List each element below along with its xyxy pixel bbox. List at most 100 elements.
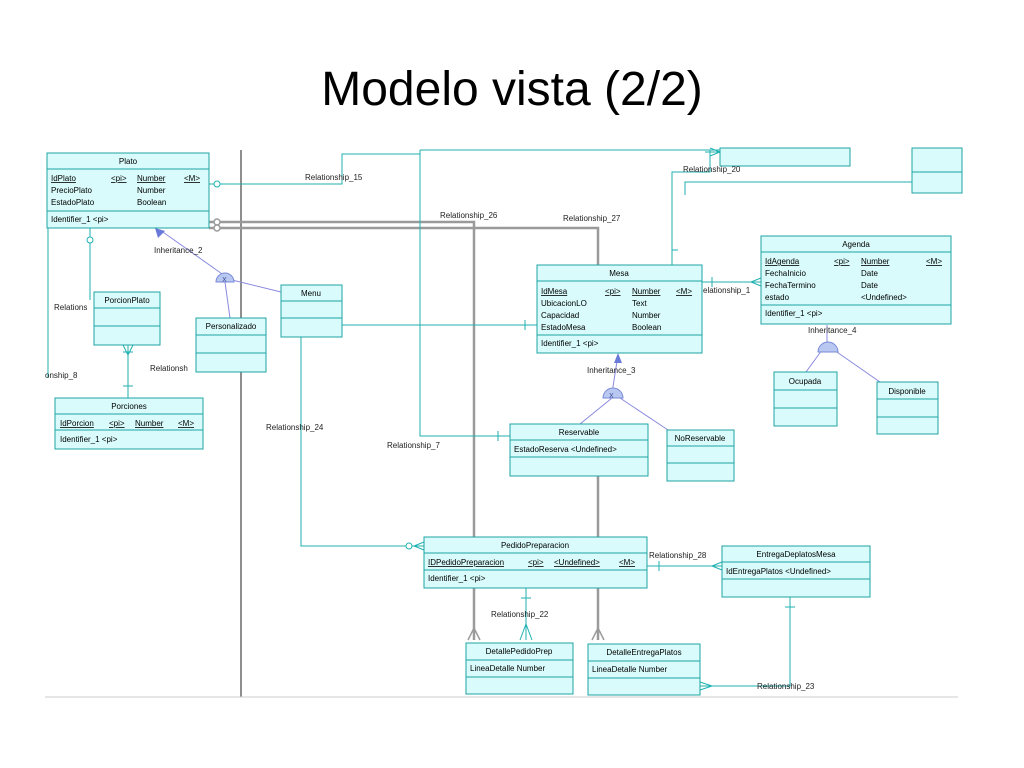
entity-plato[interactable]: Plato IdPlato <pi> Number <M> PrecioPlat… [46,152,210,229]
entity-ocupada[interactable]: Ocupada [773,371,838,427]
entity-identifier: Identifier_1 <pi> [765,309,823,318]
entity-entrega-deplatos-mesa[interactable]: EntregaDeplatosMesa IdEntregaPlatos <Und… [721,545,871,598]
line-inheritance-4-ocupada [805,349,823,373]
label-inheritance-2: Inheritance_2 [154,246,203,255]
attr-type: Number [137,174,166,183]
entity-porciones-title: Porciones [111,402,147,411]
attr-type: Number [632,311,661,320]
attr-mand: <M> [184,174,200,183]
entity-no-reservable[interactable]: NoReservable [666,429,735,482]
entity-mesa[interactable]: Mesa IdMesa <pi> Number <M> UbicacionLO … [536,264,703,354]
line-inheritance-2-menu [231,279,282,293]
entity-porciones[interactable]: Porciones IdPorcion <pi> Number <M> Iden… [54,397,204,450]
attr-mand: <M> [619,558,635,567]
attr-name: IDPedidoPreparacion [428,558,504,567]
label-relationship-24: Relationship_24 [266,423,324,432]
entity-detalle-pedido-prep-title: DetallePedidoPrep [486,647,553,656]
line-relationship-26 [209,220,476,640]
entity-agenda[interactable]: Agenda IdAgenda <pi> Number <M> FechaIni… [760,235,952,325]
entity-identifier: Identifier_1 <pi> [60,435,118,444]
attr-name: EstadoMesa [541,323,586,332]
attr-key: <pi> [109,419,125,428]
line-inheritance-2-personalizado [224,281,231,319]
attr-type: Number [137,186,166,195]
inheritance-2-symbol: X [155,228,235,284]
attr-key: <pi> [111,174,127,183]
entity-reservable-title: Reservable [559,428,600,437]
entity-detalle-entrega-platos-title: DetalleEntregaPlatos [606,648,681,657]
slide-title: Modelo vista (2/2) [321,63,703,116]
inheritance-3-symbol: X [602,353,624,400]
attr-type: Date [861,269,878,278]
label-relationship-7: Relationship_7 [387,441,440,450]
label-inheritance-3: Inheritance_3 [587,366,636,375]
attr-name: IdPorcion [60,419,94,428]
entity-agenda-title: Agenda [842,240,870,249]
attr-key: <pi> [605,287,621,296]
label-relationship-27: Relationship_27 [563,214,621,223]
attr-type: Date [861,281,878,290]
label-relationship-8: onship_8 [45,371,78,380]
attr-estado-reserva: EstadoReserva <Undefined> [514,445,617,454]
entity-personalizado[interactable]: Personalizado [195,317,267,373]
entity-plato-title: Plato [119,157,138,166]
gray-markers [213,218,605,641]
entity-porcion-plato[interactable]: PorcionPlato [93,291,161,346]
line-relationship-23 [700,597,791,687]
label-relationship-28: Relationship_28 [649,551,707,560]
line-top-right [684,181,912,195]
line-inheritance-4-disponible [833,349,881,383]
attr-name: Capacidad [541,311,579,320]
line-relationship-15 [209,153,420,185]
svg-text:X: X [222,276,227,284]
attr-name: FechaInicio [765,269,806,278]
line-relationship-24 [300,337,424,547]
attr-name: IdAgenda [765,257,800,266]
attr-type: <Undefined> [861,293,907,302]
attr-name: UbicacionLO [541,299,587,308]
attr-id-entrega-platos: IdEntregaPlatos <Undefined> [726,567,831,576]
attr-name: IdPlato [51,174,76,183]
attr-type: Number [632,287,661,296]
entity-porcion-plato-title: PorcionPlato [104,296,150,305]
attr-type: Number [861,257,890,266]
label-relationsh: Relationsh [150,364,188,373]
entity-reservable[interactable]: Reservable EstadoReserva <Undefined> [509,423,649,477]
line-inheritance-3-reservable [579,397,613,425]
attr-type: <Undefined> [554,558,600,567]
svg-text:X: X [609,392,614,400]
line-relationship-20 [671,150,711,265]
label-relationship-23: Relationship_23 [757,682,815,691]
entity-identifier: Identifier_1 <pi> [541,339,599,348]
entity-identifier: Identifier_1 <pi> [428,574,486,583]
attr-type: Boolean [632,323,661,332]
entity-identifier: Identifier_1 <pi> [51,215,109,224]
entity-detalle-pedido-prep[interactable]: DetallePedidoPrep LineaDetalle Number [465,642,574,695]
entity-detalle-entrega-platos[interactable]: DetalleEntregaPlatos LineaDetalle Number [587,643,701,696]
attr-type: Text [632,299,647,308]
entity-menu[interactable]: Menu [280,284,343,338]
attr-type: Number [135,419,164,428]
attr-name: estado [765,293,790,302]
entity-partial-top [719,147,963,194]
entity-entrega-deplatos-mesa-title: EntregaDeplatosMesa [756,550,836,559]
attr-name: FechaTermino [765,281,816,290]
line-relationship-27 [209,226,600,265]
attr-name: PrecioPlato [51,186,92,195]
entity-menu-title: Menu [301,289,321,298]
label-relationship-20: Relationship_20 [683,165,741,174]
label-relations: Relations [54,303,87,312]
attr-linea-detalle: LineaDetalle Number [592,665,667,674]
attr-name: EstadoPlato [51,198,95,207]
attr-mand: <M> [676,287,692,296]
entity-disponible[interactable]: Disponible [876,381,939,435]
line-inheritance-2-plato [159,229,226,277]
entity-pedido-preparacion[interactable]: PedidoPreparacion IDPedidoPreparacion <p… [423,536,648,589]
entity-disponible-title: Disponible [888,387,926,396]
entity-pedido-preparacion-title: PedidoPreparacion [501,541,569,550]
attr-key: <pi> [528,558,544,567]
attr-type: Boolean [137,198,166,207]
relationship-markers [86,147,795,691]
label-relationship-26: Relationship_26 [440,211,498,220]
